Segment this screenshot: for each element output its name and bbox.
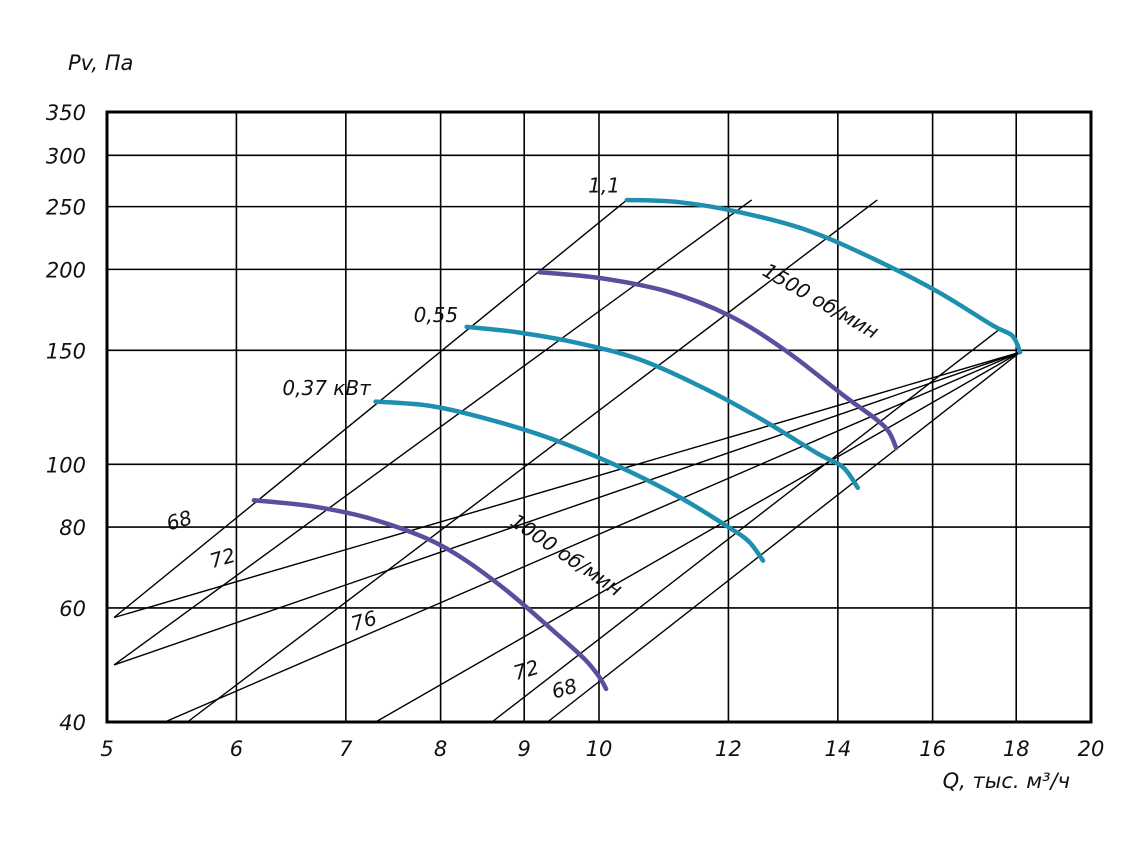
efficiency-line — [375, 351, 1021, 723]
curve-annotation: 1,1 — [588, 173, 620, 197]
efficiency-line — [547, 351, 1021, 723]
y-tick-label: 100 — [46, 453, 86, 477]
x-tick-label: 7 — [339, 737, 353, 761]
y-tick-label: 250 — [46, 196, 86, 220]
series-line — [624, 197, 1023, 355]
x-tick-label: 12 — [715, 737, 742, 761]
efficiency-label: 68 — [549, 673, 580, 703]
x-tick-label: 20 — [1078, 737, 1105, 761]
y-tick-label: 350 — [46, 101, 86, 125]
efficiency-line — [491, 328, 1001, 723]
efficiency-line — [113, 351, 1021, 666]
efficiency-line — [164, 351, 1021, 723]
series-line — [537, 269, 899, 451]
efficiency-line — [113, 199, 628, 619]
x-tick-label: 18 — [1003, 737, 1030, 761]
plot-frame — [105, 110, 1093, 724]
y-tick-labels: 40 60 80 100 150 200 250 300 350 — [46, 101, 86, 735]
y-tick-label: 40 — [59, 711, 86, 735]
y-axis-label: Pv, Па — [68, 51, 133, 75]
efficiency-label: 72 — [511, 655, 542, 685]
curve-annotation: 1500 об/мин — [759, 258, 883, 344]
performance-curves — [251, 197, 1023, 692]
y-tick-label: 80 — [59, 516, 86, 540]
series-line — [373, 399, 766, 563]
x-tick-label: 14 — [824, 737, 851, 761]
y-tick-label: 60 — [59, 597, 86, 621]
grid — [107, 112, 1091, 722]
y-tick-label: 300 — [46, 144, 86, 168]
series-line — [251, 498, 609, 692]
efficiency-line — [113, 199, 753, 666]
y-tick-label: 150 — [46, 339, 86, 363]
curve-annotation: 0,55 — [414, 303, 459, 327]
x-tick-label: 10 — [586, 737, 613, 761]
efficiency-label: 72 — [207, 543, 238, 573]
x-tick-label: 6 — [230, 737, 243, 761]
x-axis-label: Q, тыс. м³/ч — [943, 769, 1070, 793]
series-line — [464, 324, 861, 491]
x-tick-label: 9 — [518, 737, 531, 761]
x-tick-label: 5 — [100, 737, 113, 761]
efficiency-line — [113, 351, 1021, 619]
y-tick-label: 200 — [46, 258, 86, 282]
x-tick-label: 16 — [919, 737, 946, 761]
x-tick-label: 8 — [434, 737, 447, 761]
efficiency-label: 68 — [164, 505, 195, 535]
x-tick-labels: 5 6 7 8 9 10 12 14 16 18 20 — [100, 737, 1104, 761]
curve-annotation: 0,37 кВт — [282, 376, 372, 400]
efficiency-line — [187, 199, 878, 723]
